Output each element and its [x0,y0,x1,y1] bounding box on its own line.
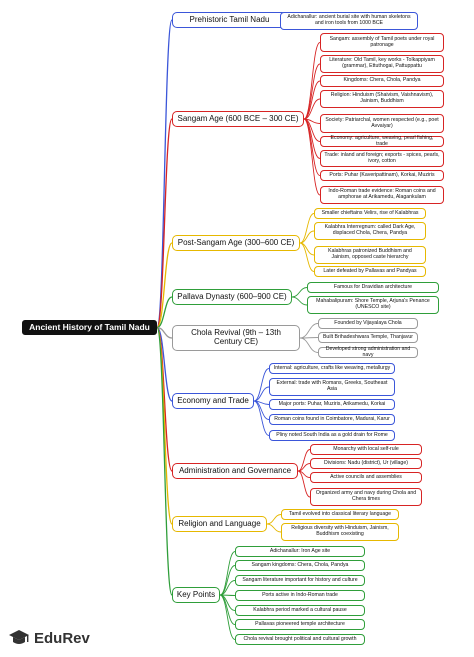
leaf-sangam-6: Trade: inland and foreign; exports - spi… [320,150,444,167]
leaf-post-sangam-2: Kalabhras patronized Buddhism and Jainis… [314,246,426,264]
leaf-sangam-8: Indo-Roman trade evidence: Roman coins a… [320,186,444,204]
branch-pallava: Pallava Dynasty (600–900 CE) [172,289,292,305]
connector-root-key-points [156,326,173,596]
branch-post-sangam: Post-Sangam Age (300–600 CE) [172,235,300,251]
connector-chola-0 [299,323,319,339]
leaf-key-points-1: Sangam kingdoms: Chera, Chola, Pandya [235,560,365,571]
branch-prehistoric: Prehistoric Tamil Nadu [172,12,287,28]
leaf-prehistoric-0: Adichanallur: ancient burial site with h… [280,12,418,30]
connector-chola-1 [299,337,319,339]
connector-pallava-1 [291,296,308,306]
leaf-administration-0: Monarchy with local self-rule [310,444,422,455]
branch-key-points: Key Points [172,587,220,603]
branch-administration: Administration and Governance [172,463,298,479]
connector-post-sangam-0 [299,213,315,244]
leaf-economy-2: Major ports: Puhar, Muziris, Arikamedu, … [269,399,395,410]
branch-economy: Economy and Trade [172,393,254,409]
brand-name: EduRev [34,629,90,647]
branch-sangam: Sangam Age (600 BCE – 300 CE) [172,111,304,127]
connector-root-post-sangam [156,242,173,329]
leaf-pallava-1: Mahabalipuram: Shore Temple, Arjuna's Pe… [307,296,439,314]
leaf-administration-1: Divisions: Nadu (district), Ur (village) [310,458,422,469]
leaf-religion-0: Tamil evolved into classical literary la… [281,509,399,520]
leaf-administration-2: Active councils and assemblies [310,472,422,483]
leaf-key-points-2: Sangam literature important for history … [235,575,365,586]
connector-root-religion [156,326,173,525]
connector-religion-1 [266,523,282,533]
leaf-post-sangam-1: Kalabhra Interregnum: called Dark Age, d… [314,222,426,240]
leaf-sangam-2: Kingdoms: Chera, Chola, Pandya [320,75,444,87]
leaf-key-points-6: Chola revival brought political and cult… [235,634,365,645]
connector-sangam-8 [303,118,321,196]
connector-root-economy [156,326,173,402]
connector-sangam-0 [303,42,321,120]
leaf-economy-0: Internal: agriculture, crafts like weavi… [269,363,395,374]
leaf-post-sangam-0: Smaller chieftains Velirs, rise of Kalab… [314,208,426,219]
connector-sangam-2 [303,80,321,120]
leaf-economy-4: Pliny noted South India as a gold drain … [269,430,395,441]
leaf-key-points-4: Kalabhra period marked a cultural pause [235,605,365,616]
leaf-religion-1: Religious diversity with Hinduism, Jaini… [281,523,399,541]
leaf-sangam-7: Ports: Puhar (Kaveripattinam), Korkai, M… [320,170,444,181]
connector-post-sangam-1 [299,230,315,244]
leaf-key-points-5: Pallavas pioneered temple architecture [235,619,365,630]
connector-key-points-6 [219,594,236,640]
root-node: Ancient History of Tamil Nadu [22,320,157,335]
connector-sangam-6 [303,118,321,159]
leaf-sangam-1: Literature: Old Tamil, key works - Tolka… [320,55,444,73]
leaf-post-sangam-3: Later defeated by Pallavas and Pandyas [314,266,426,277]
branch-religion: Religion and Language [172,516,267,532]
connector-key-points-1 [219,565,236,596]
connector-economy-4 [253,400,270,436]
connector-pallava-0 [291,287,308,298]
connector-religion-0 [266,514,282,525]
edurev-logo: EduRev [8,627,90,649]
leaf-economy-3: Roman coins found in Coimbatore, Madurai… [269,414,395,425]
leaf-administration-3: Organized army and navy during Chola and… [310,488,422,506]
leaf-chola-0: Founded by Vijayalaya Chola [318,318,418,329]
connector-root-sangam [156,118,173,329]
connector-economy-0 [253,368,270,402]
connector-sangam-1 [303,63,321,120]
branch-chola: Chola Revival (9th – 13th Century CE) [172,325,300,351]
leaf-chola-2: Developed strong administration and navy [318,346,418,358]
connector-sangam-7 [303,118,321,176]
leaf-key-points-3: Ports active in Indo-Roman trade [235,590,365,601]
connector-root-pallava [156,296,173,329]
leaf-sangam-3: Religion: Hinduism (Shaivism, Vaishnavis… [320,90,444,108]
connector-post-sangam-3 [299,242,315,272]
graduation-cap-icon [9,630,29,644]
leaf-sangam-0: Sangam: assembly of Tamil poets under ro… [320,33,444,52]
connector-administration-3 [297,470,311,498]
connector-root-chola [156,326,173,339]
connector-sangam-3 [303,98,321,120]
leaf-key-points-0: Adichanallur: Iron Age site [235,546,365,557]
leaf-sangam-5: Economy: agriculture, weaving, pearl fis… [320,135,444,147]
leaf-economy-1: External: trade with Romans, Greeks, Sou… [269,378,395,396]
connector-economy-1 [253,386,270,402]
leaf-sangam-4: Society: Patriarchal, women respected (e… [320,114,444,133]
leaf-chola-1: Built Brihadeshwara Temple, Thanjavur [318,332,418,343]
leaf-pallava-0: Famous for Dravidian architecture [307,282,439,293]
connector-chola-2 [299,337,319,353]
